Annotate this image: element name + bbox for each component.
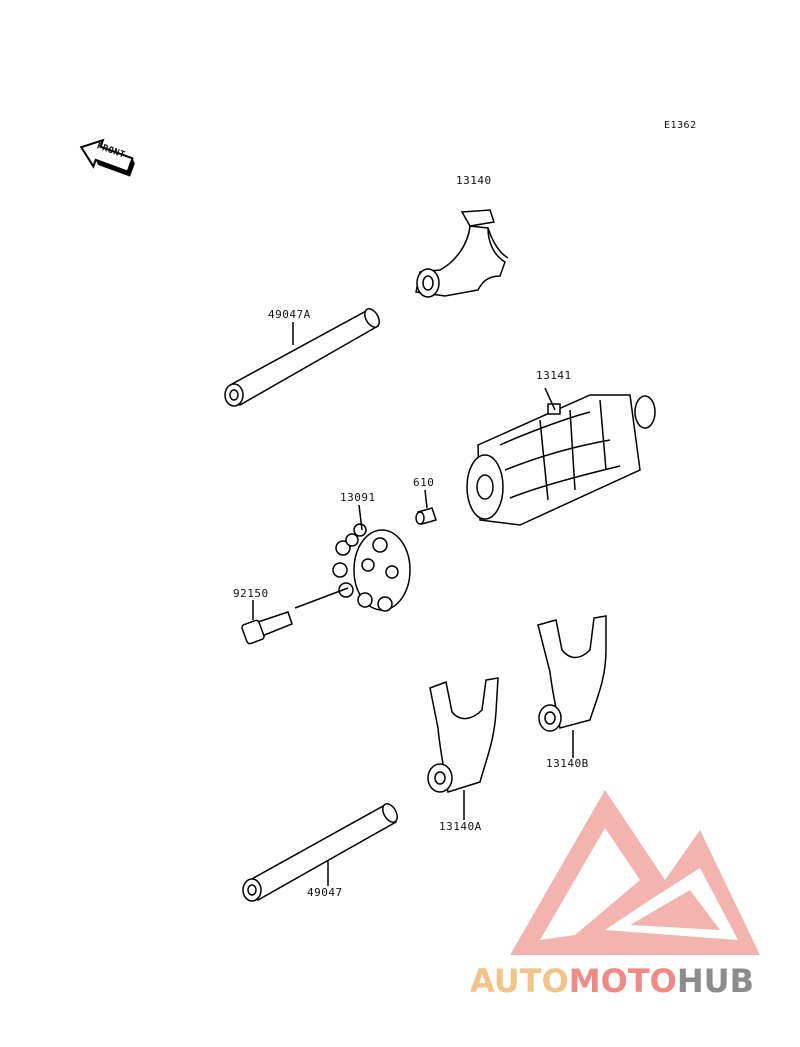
front-arrow-icon xyxy=(79,138,135,177)
part-label-13140B[interactable]: 13140B xyxy=(546,757,589,770)
drum-pin-plate-drawing xyxy=(332,504,411,612)
shift-rod-upper-drawing xyxy=(224,308,380,407)
part-label-13091[interactable]: 13091 xyxy=(340,491,376,504)
diagram-code: E1362 xyxy=(664,120,697,131)
shift-fork-right-drawing xyxy=(537,615,607,758)
part-label-610[interactable]: 610 xyxy=(413,476,435,489)
watermark-hub: HUB xyxy=(676,962,755,1000)
part-label-13140[interactable]: 13140 xyxy=(456,174,492,187)
watermark-logo xyxy=(510,790,760,955)
part-label-92150[interactable]: 92150 xyxy=(233,587,269,600)
watermark-moto: MOTO xyxy=(568,962,677,1000)
shift-fork-top-drawing xyxy=(415,209,509,298)
part-label-49047A[interactable]: 49047A xyxy=(268,308,311,321)
part-label-13141[interactable]: 13141 xyxy=(536,369,572,382)
shift-drum-drawing xyxy=(466,387,656,526)
shift-fork-left-drawing xyxy=(427,677,499,820)
watermark-text: AUTOMOTOHUB xyxy=(470,962,754,1000)
part-label-13140A[interactable]: 13140A xyxy=(439,820,482,833)
bolt-drawing xyxy=(241,587,349,645)
pin-drawing xyxy=(415,489,437,525)
watermark-auto: AUTO xyxy=(470,962,569,1000)
shift-rod-lower-drawing xyxy=(242,803,398,902)
part-label-49047[interactable]: 49047 xyxy=(307,886,343,899)
